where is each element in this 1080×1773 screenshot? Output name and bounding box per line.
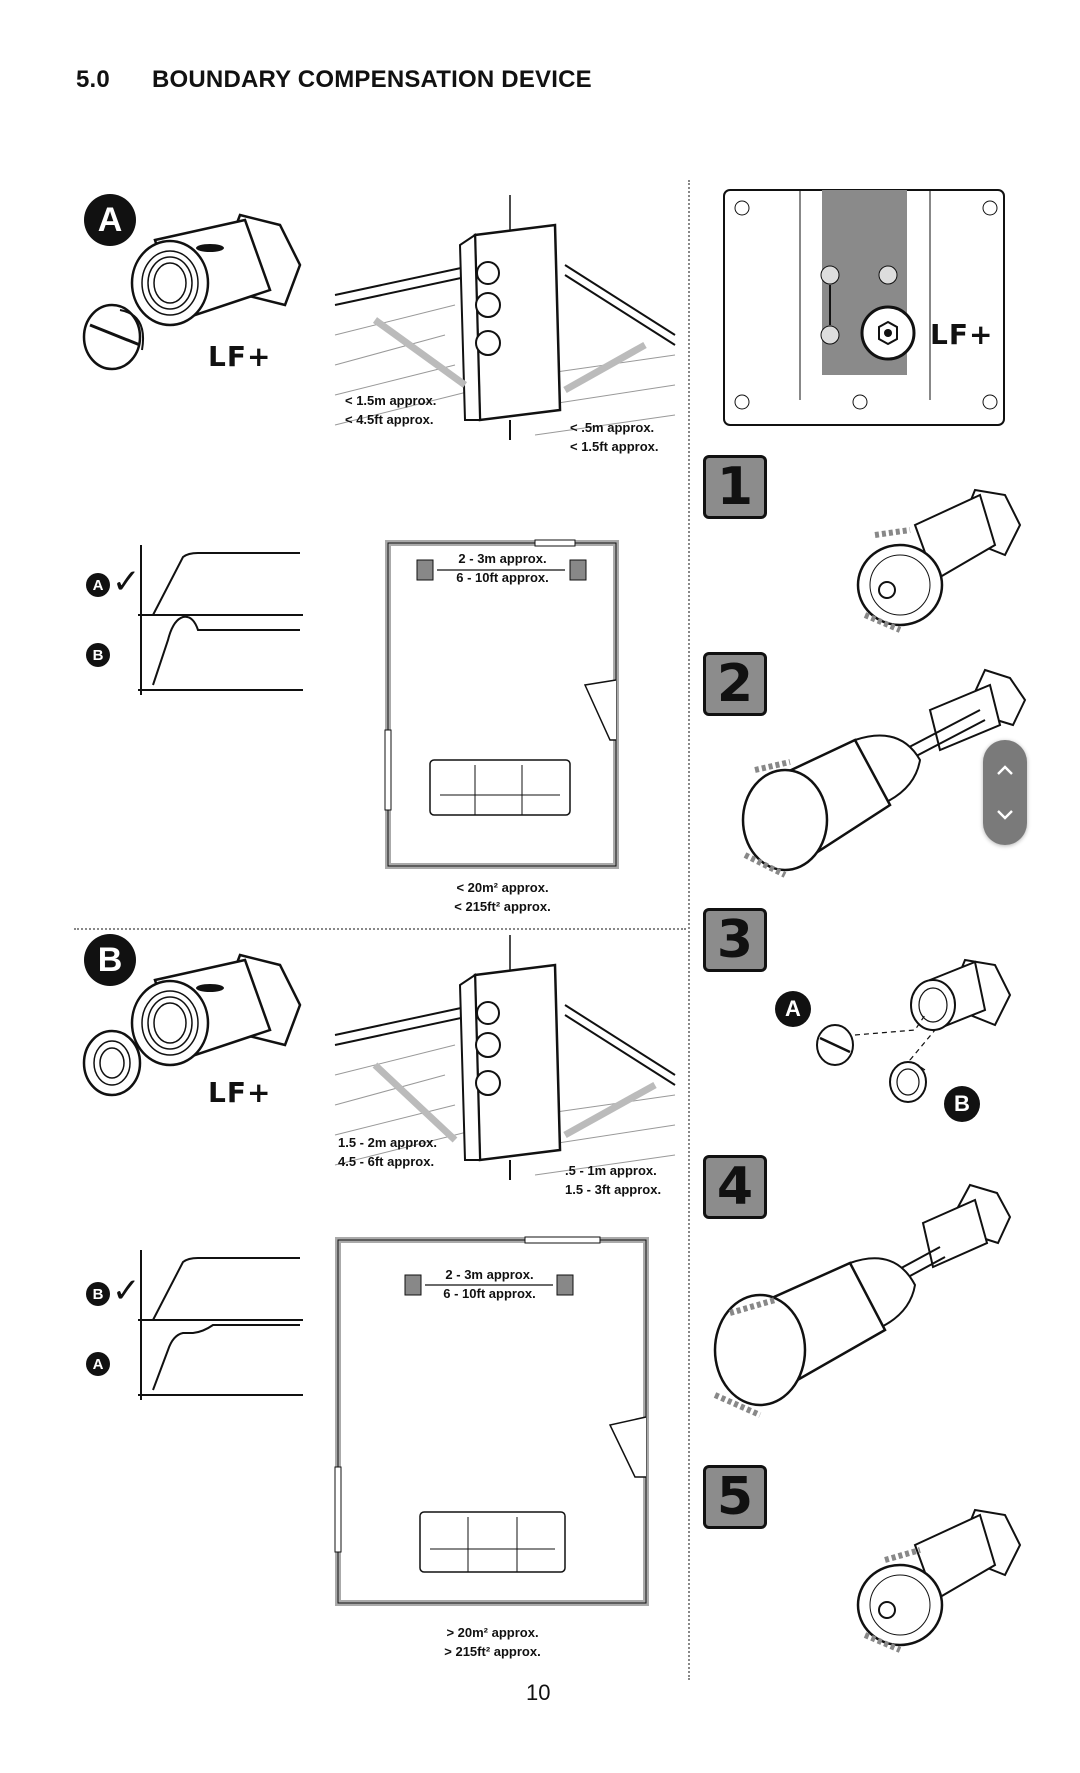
page-title: 5.0 BOUNDARY COMPENSATION DEVICE [76, 66, 592, 94]
scroll-down-button[interactable] [983, 793, 1027, 837]
b-spacing-imperial: 6 - 10ft approx. [443, 1286, 536, 1301]
a-room-size-metric: < 20m² approx. [456, 880, 549, 895]
chevron-down-icon [997, 810, 1013, 820]
a-back-distance-metric: < .5m approx. [570, 420, 655, 435]
speaker-corner-b-illustration [334, 935, 676, 1180]
terminal-lf-label: LF+ [930, 318, 994, 351]
step-3-badge: 3 [703, 908, 767, 972]
step-2-illustration [741, 668, 1027, 878]
b-spacing: 2 - 3m approx. 6 - 10ft approx. [427, 1265, 552, 1303]
a-room-size: < 20m² approx. < 215ft² approx. [440, 878, 565, 916]
step-1-badge: 1 [703, 455, 767, 519]
horizontal-divider [74, 928, 686, 930]
step-3-badge-a: A [775, 991, 811, 1027]
room-plan-b [334, 1236, 649, 1606]
b-side-distance-metric: 1.5 - 2m approx. [338, 1135, 437, 1150]
b-room-size-imperial: > 215ft² approx. [444, 1644, 541, 1659]
plug-b-illustration [82, 953, 302, 1097]
a-side-distance: < 1.5m approx. < 4.5ft approx. [345, 391, 436, 429]
step-3-badge-b: B [944, 1086, 980, 1122]
a-back-distance: < .5m approx. < 1.5ft approx. [570, 418, 659, 456]
step-2-badge: 2 [703, 652, 767, 716]
a-back-distance-imperial: < 1.5ft approx. [570, 439, 659, 454]
step-5-illustration [856, 1508, 1022, 1653]
b-back-distance: .5 - 1m approx. 1.5 - 3ft approx. [565, 1161, 661, 1199]
a-side-distance-metric: < 1.5m approx. [345, 393, 437, 408]
a-spacing-metric: 2 - 3m approx. [458, 551, 547, 566]
plug-a-label: LF+ [208, 340, 272, 373]
step-1-illustration [856, 488, 1022, 633]
speaker-corner-a-illustration [334, 195, 676, 440]
page-number: 10 [526, 1680, 551, 1705]
b-back-distance-metric: .5 - 1m approx. [565, 1163, 657, 1178]
scroll-controls [983, 740, 1027, 845]
step-4-illustration [713, 1183, 1012, 1418]
step-3-illustration [816, 958, 1012, 1103]
terminal-panel-illustration [723, 189, 1005, 426]
b-spacing-metric: 2 - 3m approx. [445, 1267, 534, 1282]
b-side-distance-imperial: 4.5 - 6ft approx. [338, 1154, 435, 1169]
room-plan-a [384, 539, 619, 869]
response-graph-a [138, 545, 303, 695]
a-spacing: 2 - 3m approx. 6 - 10ft approx. [440, 549, 565, 587]
step-5-badge: 5 [703, 1465, 767, 1529]
a-graph-label-b: B [86, 643, 110, 667]
section-number: 5.0 [76, 66, 110, 93]
a-room-size-imperial: < 215ft² approx. [454, 899, 551, 914]
plug-a-illustration [82, 213, 302, 371]
section-a-badge: A [84, 194, 136, 246]
a-side-distance-imperial: < 4.5ft approx. [345, 412, 434, 427]
step-4-badge: 4 [703, 1155, 767, 1219]
b-room-size: > 20m² approx. > 215ft² approx. [430, 1623, 555, 1661]
check-icon-b: ✓ [112, 1272, 141, 1310]
b-graph-label-b: B [86, 1282, 110, 1306]
chevron-up-icon [997, 765, 1013, 775]
a-spacing-imperial: 6 - 10ft approx. [456, 570, 549, 585]
b-back-distance-imperial: 1.5 - 3ft approx. [565, 1182, 662, 1197]
b-room-size-metric: > 20m² approx. [446, 1625, 539, 1640]
section-b-badge: B [84, 934, 136, 986]
vertical-divider [688, 180, 690, 1680]
check-icon: ✓ [112, 563, 141, 601]
b-graph-label-a: A [86, 1352, 110, 1376]
scroll-up-button[interactable] [983, 748, 1027, 792]
a-graph-label-a: A [86, 573, 110, 597]
response-graph-b [138, 1250, 303, 1400]
section-title: BOUNDARY COMPENSATION DEVICE [152, 66, 592, 93]
plug-b-label: LF+ [208, 1076, 272, 1109]
b-side-distance: 1.5 - 2m approx. 4.5 - 6ft approx. [338, 1133, 437, 1171]
